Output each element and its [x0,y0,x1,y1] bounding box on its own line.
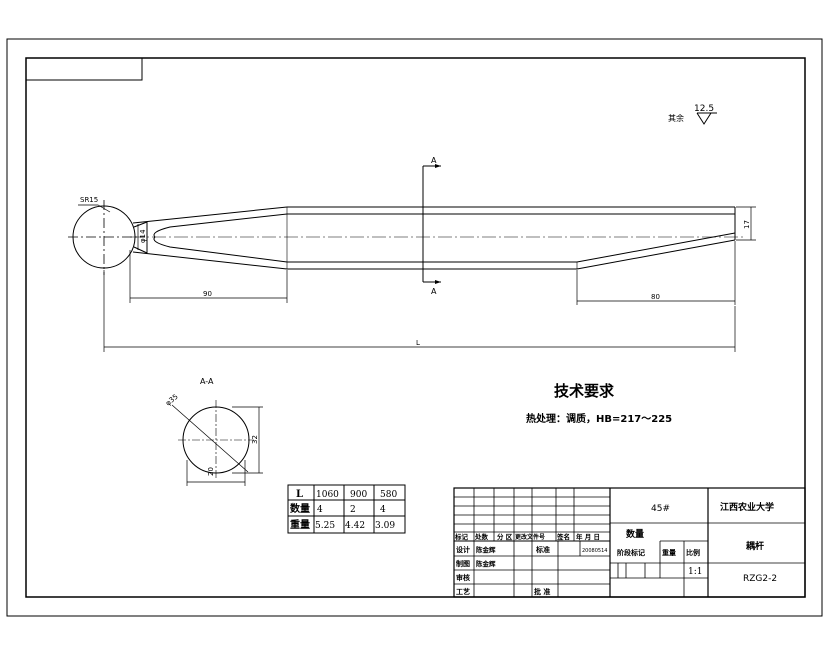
section-view: A-A [171,377,263,486]
dim-neck-dia: φ14 [139,229,147,243]
section-dia-leader [171,404,249,473]
spec-table-border [287,484,406,534]
outer-frame [6,38,823,617]
dim-end-height: 17 [743,220,751,229]
spec-cell: 5.25 [315,521,335,531]
neck-top [133,221,148,228]
scale-value: 1:1 [688,567,702,577]
spec-header-2: 900 [350,490,367,500]
main-dimensions [78,204,756,352]
design-label: 设计 [456,545,470,554]
rev-header: 签名 [556,532,570,541]
arrow-top-icon [435,164,441,168]
spec-header-1: 1060 [316,490,339,500]
weight-label: 重量 [662,548,676,557]
title-block-border [453,487,806,598]
drawer-name: 陈金辉 [476,559,496,568]
rod-bottom-taper-right [576,239,736,270]
ratio-label: 比例 [686,548,700,557]
section-view-title: A-A [200,377,214,386]
drawn-label: 制图 [456,559,470,568]
rev-header: 标记 [454,532,469,541]
dim-section-dia: φ35 [164,393,180,408]
corner-label-box [25,57,143,81]
arrow-bottom-icon [435,280,441,284]
rev-header: 更改文件号 [515,533,545,541]
main-part-view [68,165,745,283]
spec-row-weight-label: 重量 [290,518,310,531]
rod-inner-bottom [153,232,736,263]
finish-triangle-icon [696,112,717,125]
inner-frame [25,57,806,598]
rev-header: 处数 [474,532,489,541]
spec-cell: 4 [317,505,323,515]
spec-table [287,484,406,534]
quantity-label: 数量 [626,528,644,540]
standard-label: 标准 [535,545,550,554]
title-block-text: 45# 江西农业大学 数量 耦杆 阶段标记 重量 比例 1:1 RZG2-2 标… [454,501,777,596]
spec-cell: 4 [380,505,386,515]
dim-left-taper: 90 [203,290,212,298]
spec-header-3: 580 [380,490,397,500]
rod-inner-top [153,213,735,238]
dim-total-len: L [416,339,420,347]
dim-section-height: 32 [251,435,259,444]
school-name: 江西农业大学 [720,501,774,513]
spec-header-l: L [296,489,303,500]
section-mark-top: A [431,156,437,165]
dim-right-taper: 80 [651,293,660,301]
spec-table-text: L 1060 900 580 数量 4 2 4 重量 5.25 4.42 3.0… [290,489,397,531]
rod-top-taper [132,206,288,224]
approve-label: 批 准 [534,587,550,596]
material: 45# [651,504,670,514]
sr-leader [78,204,111,213]
dim-flat-width: 20 [207,467,215,476]
drawing-number: RZG2-2 [743,574,777,584]
surface-finish-symbol: 其余 12.5 [668,104,717,125]
spec-row-qty-label: 数量 [290,502,310,515]
finish-note: 其余 [668,113,684,123]
dim-sphere-radius: SR15 [80,196,98,204]
neck-bottom [133,246,148,254]
tech-req-line: 热处理：调质，HB=217～225 [526,412,672,425]
finish-value: 12.5 [694,104,714,114]
tech-req-title: 技术要求 [554,382,615,400]
rod-bottom-taper-left [132,251,288,270]
rev-header: 年 月 日 [576,532,600,541]
part-name: 耦杆 [746,540,764,552]
title-block [453,487,806,598]
spec-cell: 2 [350,505,356,515]
spec-cell: 4.42 [345,521,365,531]
process-label: 工艺 [456,587,470,596]
designer-name: 陈金辉 [476,545,496,554]
standard-number: 20080514 [582,548,607,554]
stage-mark: 阶段标记 [617,548,645,557]
rev-header: 分 区 [497,532,513,541]
review-label: 审核 [456,573,470,582]
section-mark-bottom: A [431,287,437,296]
spec-cell: 3.09 [375,521,395,531]
